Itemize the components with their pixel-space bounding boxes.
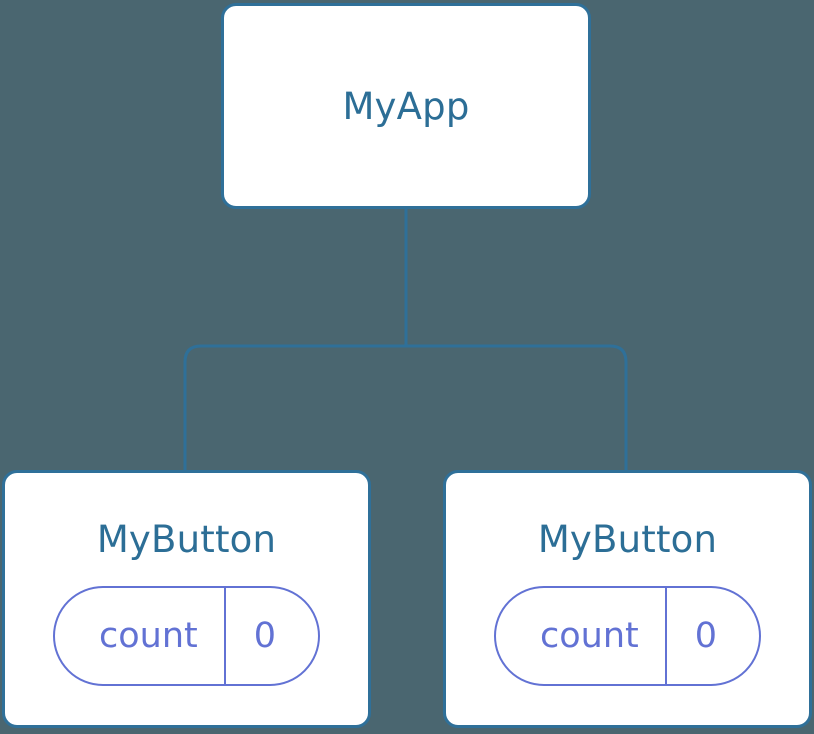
tree-node-child-left[interactable]: MyButton count 0	[2, 470, 371, 728]
tree-node-child-right[interactable]: MyButton count 0	[443, 470, 812, 728]
state-pill-divider	[223, 588, 226, 684]
node-title: MyApp	[342, 84, 470, 128]
state-pill-value: 0	[694, 615, 718, 656]
state-pill-divider	[664, 588, 667, 684]
state-pill-key: count	[98, 615, 198, 656]
state-pill-value: 0	[253, 615, 277, 656]
state-pill[interactable]: count 0	[493, 586, 762, 686]
state-pill[interactable]: count 0	[52, 586, 321, 686]
state-pill-key: count	[539, 615, 639, 656]
edge-to-child-right	[406, 344, 628, 472]
tree-node-root[interactable]: MyApp	[221, 3, 591, 209]
node-title: MyButton	[96, 518, 277, 561]
edge-to-child-left	[183, 344, 406, 472]
node-title: MyButton	[537, 518, 718, 561]
